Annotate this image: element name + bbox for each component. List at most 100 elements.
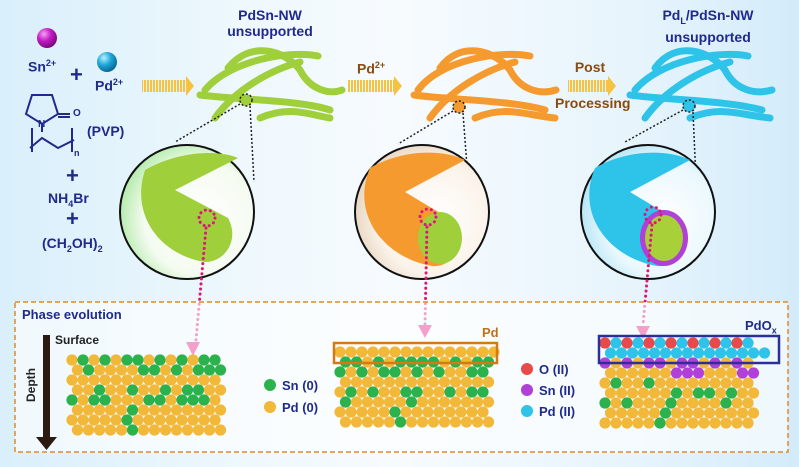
legend-pd2-label: Pd (II) [539, 404, 576, 419]
undefined-atom [110, 414, 122, 426]
undefined-atom [367, 406, 379, 418]
undefined-atom [389, 386, 401, 398]
undefined-atom [444, 406, 456, 418]
undefined-atom [698, 417, 710, 429]
undefined-atom [758, 347, 771, 359]
undefined-atom [742, 397, 754, 409]
undefined-atom [670, 387, 683, 399]
undefined-atom [670, 347, 683, 359]
undefined-atom [71, 424, 84, 436]
undefined-atom [659, 347, 672, 359]
undefined-atom [187, 414, 199, 426]
undefined-atom [692, 347, 705, 359]
pd-shell-box [332, 341, 499, 365]
undefined-atom [460, 396, 473, 408]
undefined-atom [209, 414, 221, 426]
undefined-atom [378, 346, 390, 358]
undefined-atom [99, 414, 111, 426]
undefined-atom [356, 386, 368, 398]
undefined-atom [334, 406, 346, 418]
undefined-atom [154, 414, 166, 426]
undefined-atom [670, 367, 683, 379]
pdox-label: PdOx [745, 318, 777, 336]
undefined-atom [187, 394, 199, 406]
undefined-atom [181, 404, 194, 416]
pd-ion-label: Pd2+ [95, 77, 124, 94]
undefined-atom [698, 337, 710, 349]
undefined-atom [165, 414, 177, 426]
undefined-atom [405, 376, 418, 388]
undefined-atom [372, 376, 385, 388]
undefined-atom [709, 377, 721, 389]
undefined-atom [621, 397, 633, 409]
undefined-atom [339, 416, 352, 428]
undefined-atom [604, 387, 617, 399]
undefined-atom [632, 397, 644, 409]
undefined-atom [345, 386, 357, 398]
undefined-atom [394, 396, 407, 408]
undefined-atom [626, 387, 639, 399]
undefined-atom [214, 384, 227, 396]
undefined-atom [665, 337, 677, 349]
undefined-atom [643, 397, 655, 409]
undefined-atom [66, 374, 78, 386]
undefined-atom [703, 387, 716, 399]
undefined-atom [176, 354, 188, 366]
undefined-atom [411, 386, 423, 398]
undefined-atom [192, 364, 205, 376]
undefined-atom [378, 366, 390, 378]
undefined-atom [455, 386, 467, 398]
undefined-atom [367, 386, 379, 398]
undefined-atom [643, 377, 655, 389]
undefined-atom [378, 386, 390, 398]
undefined-atom [643, 417, 655, 429]
undefined-atom [372, 396, 385, 408]
undefined-atom [143, 354, 155, 366]
undefined-atom [742, 377, 754, 389]
undefined-atom [731, 417, 743, 429]
undefined-atom [400, 366, 412, 378]
undefined-atom [192, 404, 205, 416]
undefined-atom [747, 387, 760, 399]
undefined-atom [725, 347, 738, 359]
undefined-atom [334, 366, 346, 378]
legend-sn0-label: Sn (0) [282, 378, 319, 393]
undefined-atom [77, 374, 89, 386]
undefined-atom [604, 407, 617, 419]
undefined-atom [654, 337, 666, 349]
undefined-atom [433, 386, 445, 398]
undefined-atom [621, 337, 633, 349]
undefined-atom [692, 367, 705, 379]
undefined-atom [126, 364, 139, 376]
undefined-atom [170, 404, 183, 416]
pd-ion-sphere-icon [97, 52, 117, 72]
undefined-atom [209, 394, 221, 406]
undefined-atom [143, 394, 155, 406]
magnified-green-wire [119, 144, 255, 280]
undefined-atom [725, 407, 738, 419]
undefined-atom [214, 364, 227, 376]
pvp-structure-icon [24, 94, 75, 152]
undefined-atom [143, 414, 155, 426]
plus-sign: + [66, 206, 79, 231]
undefined-atom [350, 396, 363, 408]
undefined-atom [71, 404, 84, 416]
undefined-atom [137, 424, 150, 436]
undefined-atom [383, 376, 396, 388]
undefined-atom [659, 367, 672, 379]
pvp-subscript: n [74, 148, 80, 158]
undefined-atom [466, 386, 478, 398]
undefined-atom [181, 364, 194, 376]
undefined-atom [438, 396, 451, 408]
undefined-atom [88, 354, 100, 366]
undefined-atom [648, 347, 661, 359]
undefined-atom [356, 406, 368, 418]
undefined-atom [610, 417, 622, 429]
undefined-atom [203, 364, 216, 376]
undefined-atom [405, 416, 418, 428]
undefined-atom [725, 387, 738, 399]
undefined-atom [126, 404, 139, 416]
undefined-atom [187, 354, 199, 366]
undefined-atom [714, 387, 727, 399]
undefined-atom [720, 417, 732, 429]
